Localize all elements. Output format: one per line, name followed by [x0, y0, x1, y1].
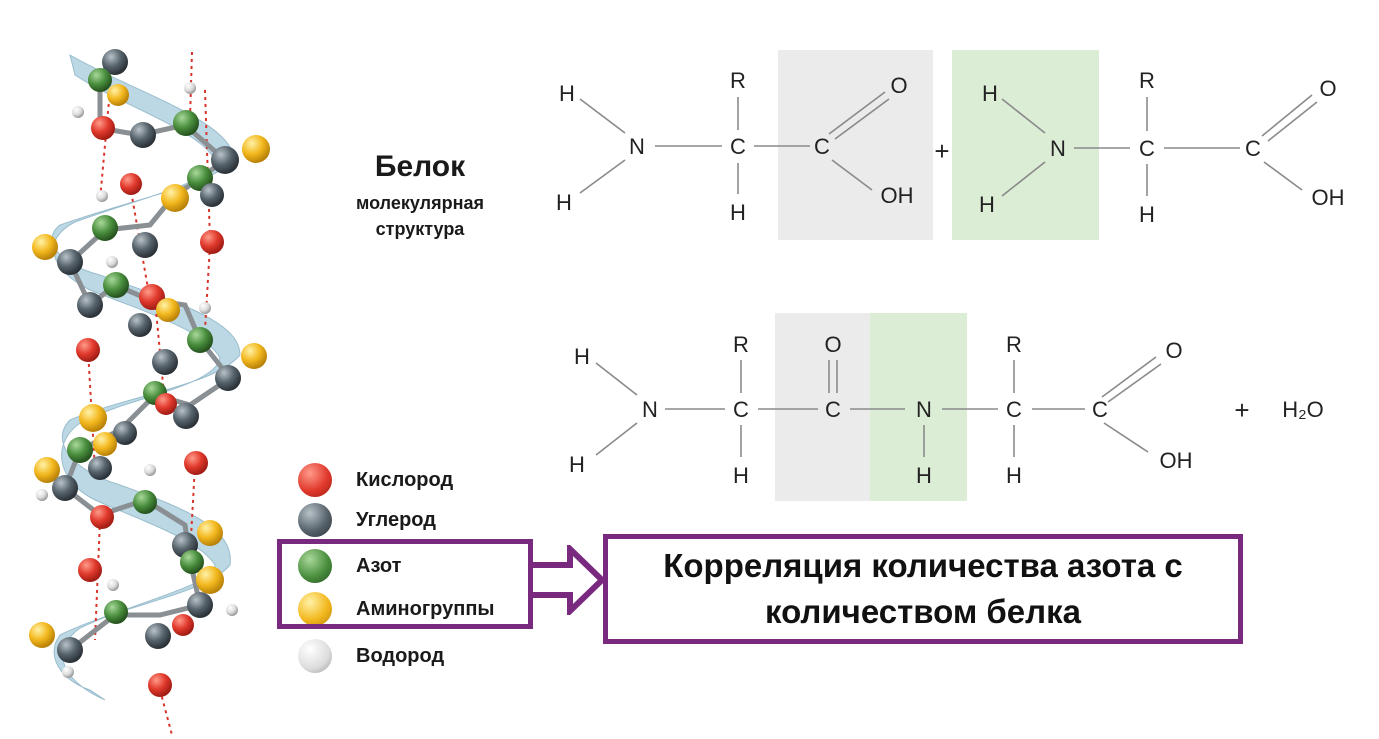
helix-atoms [29, 49, 270, 697]
atom-n: N [916, 397, 932, 422]
arrow-right-icon [528, 545, 607, 615]
legend-highlight-frame [277, 539, 533, 629]
peptide-bond-reaction: H H N R C H C O OH + H H N R C H C O OH … [556, 50, 1345, 501]
atom-h: H [556, 190, 572, 215]
legend-item-nitrogen: Азот [298, 546, 401, 586]
atoms-amino-acid-1: H H N R C H C O OH [556, 68, 913, 225]
title-block: Белок молекулярная структура [320, 150, 520, 242]
atom-h: H [979, 192, 995, 217]
atom-c: C [733, 397, 749, 422]
atom-h: H [1006, 463, 1022, 488]
hydrogen-ball-icon [298, 639, 332, 673]
amide-nh-highlight [870, 313, 967, 501]
legend-item-amino: Аминогруппы [298, 589, 494, 629]
atom-o: O [1165, 338, 1182, 363]
correlation-text: Корреляция количества азота с количество… [663, 543, 1183, 635]
atom-o: O [824, 332, 841, 357]
carbon-ball-icon [298, 503, 332, 537]
legend-item-carbon: Углерод [298, 500, 436, 540]
atom-o: O [890, 73, 907, 98]
legend-label-nitrogen: Азот [356, 554, 402, 577]
atom-o: O [1319, 76, 1336, 101]
subtitle-line-1: молекулярная [356, 193, 484, 213]
carboxyl-highlight [778, 50, 933, 240]
atom-oh: OH [1160, 448, 1193, 473]
atom-r: R [730, 68, 746, 93]
atom-r: R [1006, 332, 1022, 357]
oxygen-ball-icon [298, 463, 332, 497]
atom-n: N [629, 134, 645, 159]
amino-group-ball-icon [298, 592, 332, 626]
amino-highlight [952, 50, 1099, 240]
atom-c: C [814, 134, 830, 159]
atom-c: C [1092, 397, 1108, 422]
legend-item-hydrogen: Водород [298, 636, 444, 676]
atom-r: R [733, 332, 749, 357]
legend-label-carbon: Углерод [356, 508, 436, 531]
atom-n: N [642, 397, 658, 422]
atom-h: H [730, 200, 746, 225]
atom-h: H [733, 463, 749, 488]
atom-h: H [569, 452, 585, 477]
plus-sign: + [934, 136, 949, 166]
atom-r: R [1139, 68, 1155, 93]
plus-sign: + [1234, 395, 1249, 425]
bonds-amino-acid-1 [579, 91, 890, 194]
nitrogen-ball-icon [298, 549, 332, 583]
atom-oh: OH [881, 183, 914, 208]
atom-h: H [916, 463, 932, 488]
atom-oh: OH [1312, 185, 1345, 210]
atoms-dipeptide: H H N R C H O C N H R C H C O OH [569, 332, 1192, 488]
legend-label-amino: Аминогруппы [356, 597, 495, 620]
bonds-dipeptide [595, 356, 1162, 457]
protein-helix-illustration [29, 49, 270, 736]
correlation-line-2: количеством белка [765, 593, 1081, 630]
atom-h: H [1139, 202, 1155, 227]
atom-n: N [1050, 136, 1066, 161]
water-formula: H₂O [1282, 397, 1324, 422]
atom-c: C [1006, 397, 1022, 422]
atom-c: C [730, 134, 746, 159]
atom-h: H [574, 344, 590, 369]
bonds-amino-acid-2 [1001, 94, 1318, 197]
subtitle-line-2: структура [375, 219, 465, 239]
legend-item-oxygen: Кислород [298, 460, 453, 500]
atom-h: H [559, 81, 575, 106]
correlation-callout: Корреляция количества азота с количество… [603, 534, 1243, 644]
atom-c: C [1245, 136, 1261, 161]
carbonyl-highlight [775, 313, 870, 501]
legend-label-hydrogen: Водород [356, 644, 445, 667]
atoms-amino-acid-2: H H N R C H C O OH [979, 68, 1344, 227]
correlation-line-1: Корреляция количества азота с [663, 547, 1183, 584]
atom-h: H [982, 81, 998, 106]
atom-c: C [825, 397, 841, 422]
page-title: Белок [374, 150, 466, 183]
atom-c: C [1139, 136, 1155, 161]
legend-label-oxygen: Кислород [356, 468, 454, 491]
